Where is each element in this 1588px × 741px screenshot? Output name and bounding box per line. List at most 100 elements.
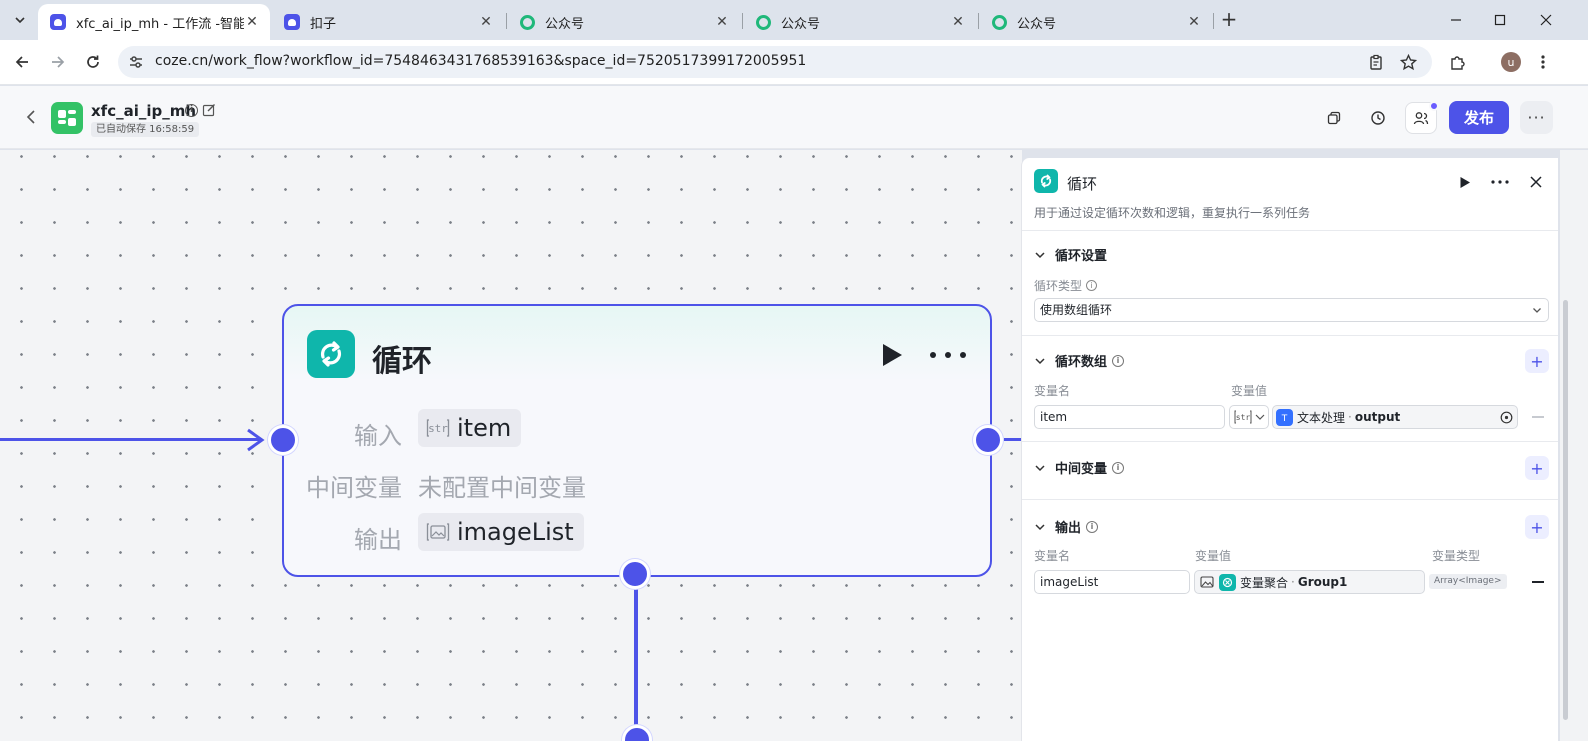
loop-child-port[interactable] — [622, 725, 652, 741]
section-title: 中间变量 — [1055, 462, 1108, 477]
loop-array-var-name-input[interactable]: item — [1034, 405, 1225, 429]
outgoing-edge[interactable] — [1004, 438, 1022, 441]
column-var-name: 变量名 — [1034, 384, 1071, 398]
coze-icon — [50, 14, 66, 30]
tab-workflow[interactable]: xfc_ai_ip_mh - 工作流 -智能体 ✕ — [38, 4, 270, 40]
panel-run-icon[interactable] — [1454, 171, 1476, 193]
column-var-name: 变量名 — [1034, 549, 1071, 563]
add-intermediate-button[interactable]: + — [1525, 456, 1549, 480]
workflow-canvas[interactable]: 循环 输入 str item 中间变量 未配置中间变量 输出 imageList — [0, 150, 1022, 741]
panel-close-icon[interactable] — [1525, 171, 1547, 193]
chevron-down-icon — [1035, 251, 1045, 258]
tab-gongzhonghao-2[interactable]: 公众号 ✕ — [744, 4, 976, 40]
svg-text:str: str — [428, 422, 448, 435]
loop-array-reference[interactable]: T 文本处理 · output — [1272, 405, 1518, 429]
chevron-down-icon — [1035, 523, 1045, 530]
close-tab-icon[interactable]: ✕ — [480, 14, 492, 30]
panel-description: 用于通过设定循环次数和逻辑，重复执行一系列任务 — [1034, 206, 1311, 220]
workflow-header: xfc_ai_ip_mh i 已自动保存 16:58:59 发布 ··· — [0, 86, 1588, 149]
info-icon[interactable]: i — [1086, 520, 1099, 533]
forward-arrow-icon[interactable] — [46, 50, 70, 74]
profile-avatar[interactable]: u — [1501, 52, 1521, 72]
tab-search-chevron-icon[interactable] — [8, 8, 32, 32]
intermediate-value: 未配置中间变量 — [418, 474, 586, 502]
tab-gongzhonghao-1[interactable]: 公众号 ✕ — [508, 4, 740, 40]
remove-output-icon[interactable] — [1532, 581, 1544, 583]
maximize-icon[interactable] — [1488, 8, 1512, 32]
add-loop-array-button[interactable]: + — [1525, 349, 1549, 373]
edit-icon[interactable] — [202, 103, 216, 117]
input-chip: str item — [418, 409, 522, 447]
info-icon[interactable]: i — [1112, 461, 1125, 474]
extensions-puzzle-icon[interactable] — [1447, 52, 1467, 72]
tab-kouzi[interactable]: 扣子 ✕ — [272, 4, 504, 40]
divider — [1022, 230, 1558, 231]
column-var-type: 变量类型 — [1432, 549, 1481, 563]
copy-icon[interactable] — [1318, 102, 1350, 134]
back-chevron-icon[interactable] — [22, 106, 40, 128]
history-clock-icon[interactable] — [1362, 102, 1394, 134]
chevron-down-icon — [1035, 357, 1045, 364]
input-value: item — [457, 414, 512, 442]
loop-type-select[interactable]: 使用数组循环 — [1034, 298, 1549, 322]
clipboard-icon[interactable] — [1366, 52, 1386, 72]
back-arrow-icon[interactable] — [10, 50, 34, 74]
output-var-name-input[interactable]: imageList — [1034, 570, 1190, 594]
scrollbar-thumb[interactable] — [1563, 300, 1568, 720]
collaborators-button[interactable] — [1405, 101, 1439, 134]
variable-aggregate-icon — [1219, 573, 1236, 591]
site-settings-icon[interactable] — [128, 54, 144, 70]
tab-separator — [1213, 13, 1214, 29]
close-window-icon[interactable] — [1534, 8, 1558, 32]
info-icon[interactable]: i — [1112, 354, 1125, 367]
reference-field: Group1 — [1297, 575, 1348, 589]
loop-body-edge[interactable] — [634, 588, 638, 741]
section-loop-settings[interactable]: 循环设置 — [1034, 245, 1107, 264]
output-reference[interactable]: 变量聚合 · Group1 — [1194, 570, 1425, 594]
section-loop-array[interactable]: 循环数组 i — [1034, 351, 1125, 370]
publish-button[interactable]: 发布 — [1449, 101, 1509, 134]
input-port[interactable] — [268, 425, 298, 455]
panel-more-icon[interactable] — [1489, 171, 1511, 193]
close-tab-icon[interactable]: ✕ — [952, 14, 964, 30]
reload-icon[interactable] — [81, 50, 105, 74]
browser-menu-kebab-icon[interactable] — [1533, 52, 1553, 72]
address-bar[interactable]: coze.cn/work_flow?workflow_id=7548463431… — [118, 46, 1432, 78]
tab-title: 公众号 — [1017, 16, 1057, 32]
add-output-button[interactable]: + — [1525, 515, 1549, 539]
node-more-icon[interactable] — [930, 342, 966, 368]
chevron-down-icon — [1533, 308, 1541, 313]
loop-array-type-select[interactable]: str — [1229, 405, 1269, 429]
loop-node[interactable]: 循环 输入 str item 中间变量 未配置中间变量 输出 imageList — [282, 304, 992, 577]
loop-type-value: 使用数组循环 — [1040, 303, 1113, 317]
reference-settings-icon[interactable] — [1500, 411, 1513, 424]
loop-body-port[interactable] — [620, 559, 650, 589]
column-var-value: 变量值 — [1231, 384, 1268, 398]
remove-loop-array-icon[interactable] — [1532, 416, 1544, 418]
output-value: imageList — [457, 518, 574, 546]
section-title: 输出 — [1055, 521, 1082, 536]
url-text: coze.cn/work_flow?workflow_id=7548463431… — [155, 53, 807, 69]
tab-separator — [978, 13, 979, 29]
incoming-edge[interactable] — [0, 438, 262, 441]
close-tab-icon[interactable]: ✕ — [246, 14, 258, 30]
svg-text:str: str — [1236, 413, 1251, 422]
close-tab-icon[interactable]: ✕ — [1188, 14, 1200, 30]
tab-gongzhonghao-3[interactable]: 公众号 ✕ — [980, 4, 1212, 40]
info-icon[interactable]: i — [1086, 280, 1098, 291]
output-port[interactable] — [973, 425, 1003, 455]
minimize-icon[interactable] — [1444, 8, 1468, 32]
section-output[interactable]: 输出 i — [1034, 517, 1099, 536]
section-intermediate[interactable]: 中间变量 i — [1034, 458, 1125, 477]
new-tab-plus-icon[interactable]: + — [1220, 7, 1238, 31]
more-menu-icon[interactable]: ··· — [1520, 101, 1553, 134]
column-var-value: 变量值 — [1195, 549, 1232, 563]
divider — [1022, 499, 1558, 500]
tab-separator — [506, 13, 507, 29]
bookmark-star-icon[interactable] — [1398, 52, 1418, 72]
info-icon[interactable]: i — [185, 104, 198, 117]
close-tab-icon[interactable]: ✕ — [716, 14, 728, 30]
panel-scrollbar[interactable] — [1560, 150, 1588, 741]
run-play-icon[interactable] — [880, 342, 904, 368]
